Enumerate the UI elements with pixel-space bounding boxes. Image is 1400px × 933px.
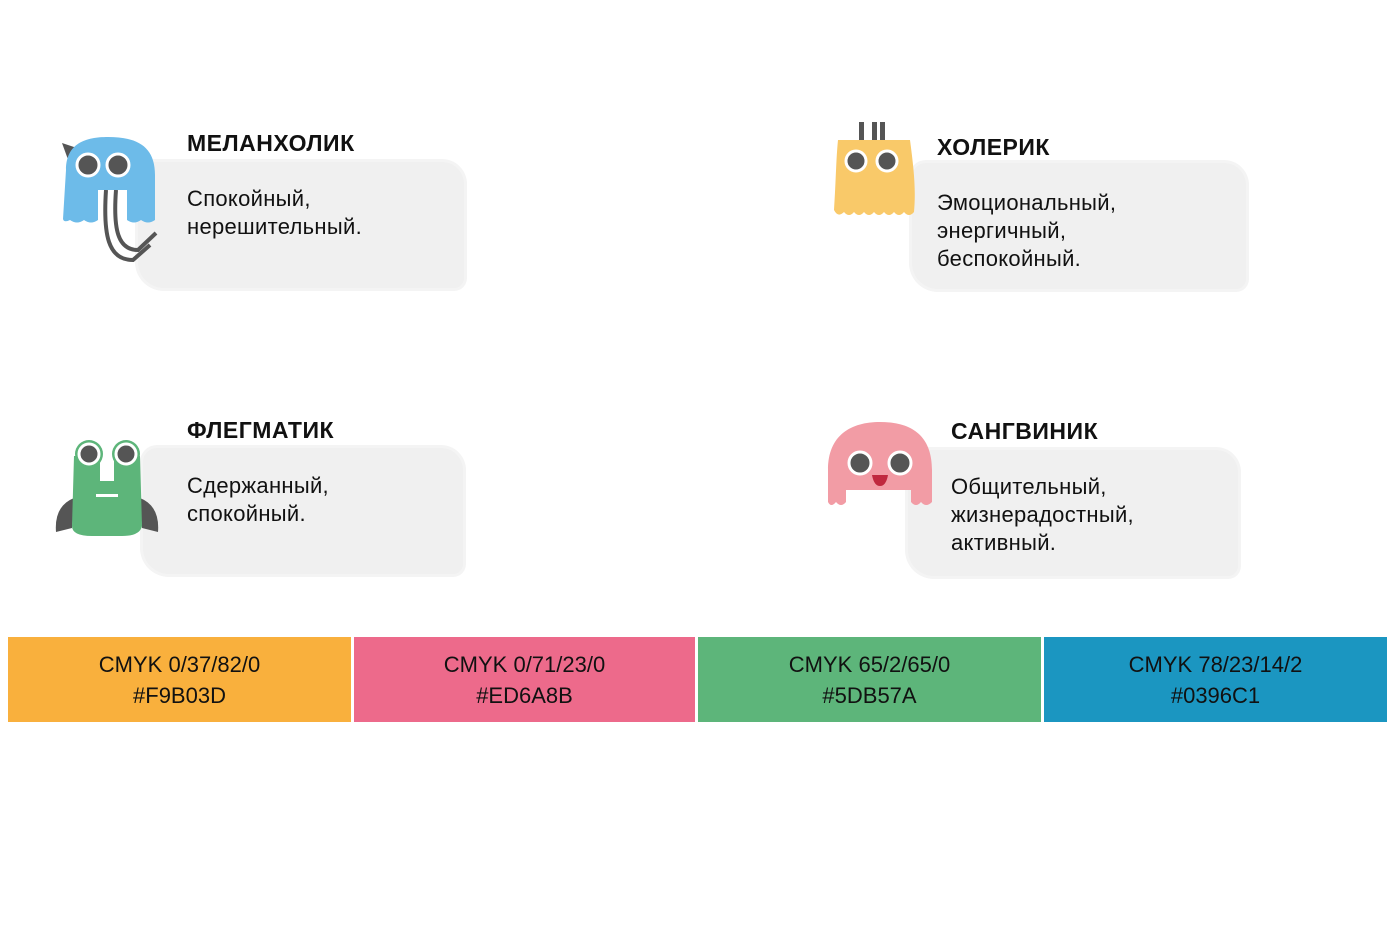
color-swatch-pink: CMYK 0/71/23/0 #ED6A8B bbox=[354, 637, 695, 722]
desc-line: нерешительный. bbox=[187, 214, 362, 239]
hex-value: #ED6A8B bbox=[476, 682, 573, 708]
sanguine-monster-icon bbox=[828, 422, 932, 505]
desc-line: Спокойный, bbox=[187, 186, 311, 211]
melancholic-monster-icon bbox=[62, 137, 158, 263]
brush-background bbox=[138, 162, 464, 288]
type-description: Общительный, жизнерадостный, активный. bbox=[951, 473, 1134, 557]
hex-value: #F9B03D bbox=[133, 682, 226, 708]
type-title: САНГВИНИК bbox=[951, 418, 1099, 444]
desc-line: Сдержанный, bbox=[187, 473, 329, 498]
phlegmatic-monster-icon bbox=[55, 440, 159, 536]
cmyk-value: CMYK 0/71/23/0 bbox=[443, 651, 606, 677]
brush-background bbox=[912, 163, 1246, 289]
cmyk-value: CMYK 65/2/65/0 bbox=[788, 651, 951, 677]
desc-line: беспокойный. bbox=[937, 246, 1082, 271]
cmyk-value: CMYK 78/23/14/2 bbox=[1128, 651, 1303, 677]
type-description: Спокойный, нерешительный. bbox=[187, 185, 362, 241]
cmyk-value: CMYK 0/37/82/0 bbox=[98, 651, 261, 677]
type-title: ХОЛЕРИК bbox=[937, 134, 1050, 160]
desc-line: Общительный, bbox=[951, 474, 1107, 499]
desc-line: энергичный, bbox=[937, 218, 1067, 243]
choleric-monster-icon bbox=[834, 122, 915, 215]
type-title: ФЛЕГМАТИК bbox=[187, 417, 335, 443]
type-description: Эмоциональный, энергичный, беспокойный. bbox=[937, 189, 1116, 273]
color-swatch-green: CMYK 65/2/65/0 #5DB57A bbox=[698, 637, 1041, 722]
desc-line: жизнерадостный, bbox=[951, 502, 1134, 527]
type-description: Сдержанный, спокойный. bbox=[187, 472, 329, 528]
color-swatch-blue: CMYK 78/23/14/2 #0396C1 bbox=[1044, 637, 1387, 722]
type-title: МЕЛАНХОЛИК bbox=[187, 130, 355, 156]
desc-line: активный. bbox=[951, 530, 1057, 555]
color-swatch-orange: CMYK 0/37/82/0 #F9B03D bbox=[8, 637, 351, 722]
brush-background bbox=[143, 448, 463, 574]
brush-background bbox=[908, 450, 1238, 576]
desc-line: спокойный. bbox=[187, 501, 306, 526]
hex-value: #0396C1 bbox=[1170, 682, 1261, 708]
hex-value: #5DB57A bbox=[822, 682, 917, 708]
desc-line: Эмоциональный, bbox=[937, 190, 1117, 215]
